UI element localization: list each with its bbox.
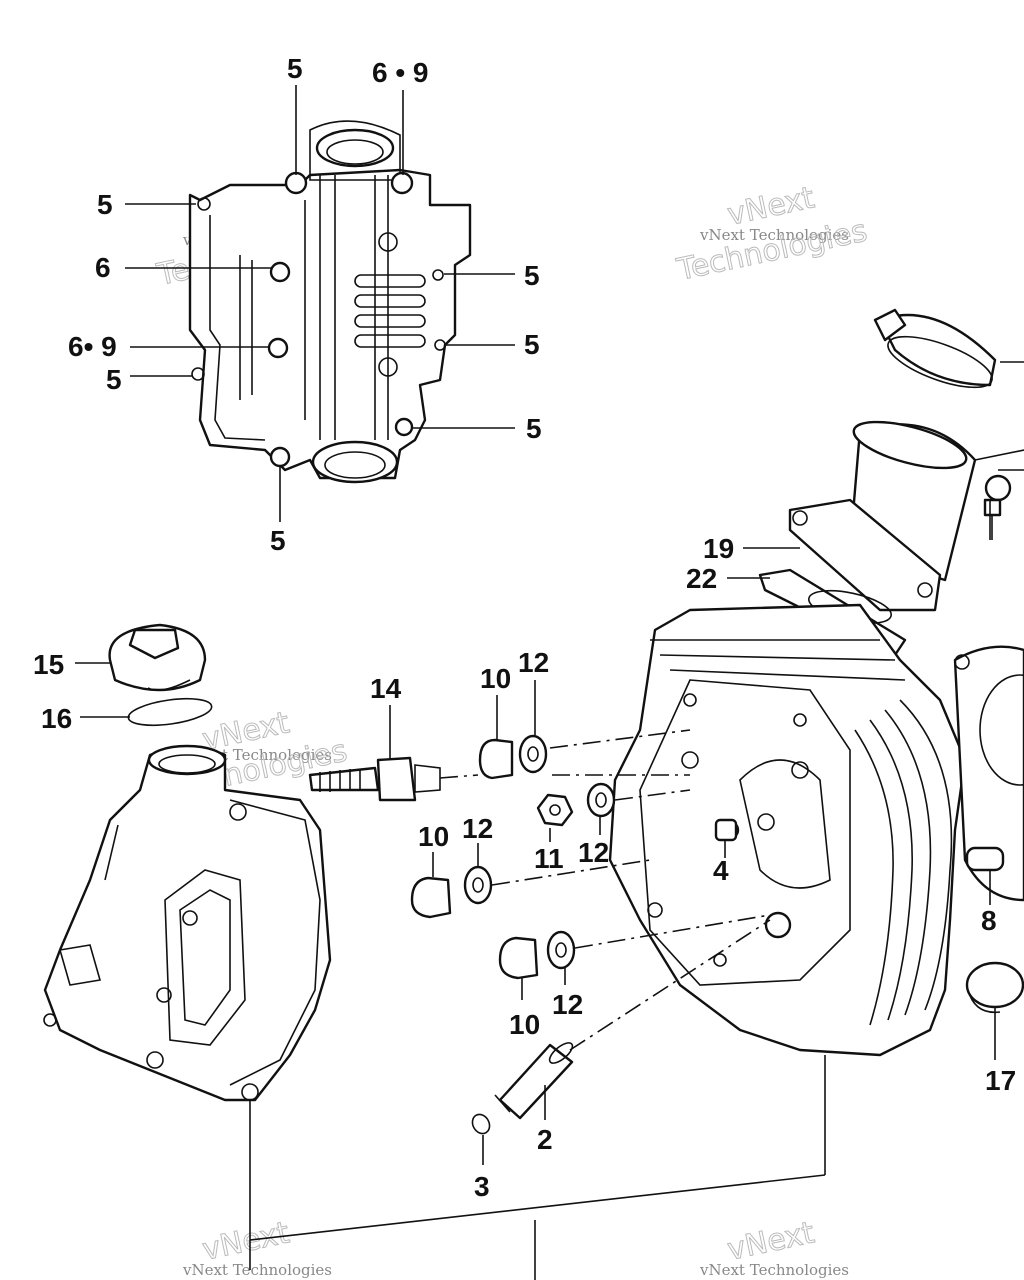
cylinder-gasket-partial [953, 645, 1024, 902]
dowel-pin [965, 846, 1005, 872]
callout-5: 5 [287, 53, 303, 84]
watermark-small-text: vNext Technologies [699, 1261, 849, 1279]
dowel-pin [714, 818, 738, 842]
watermark-brand-1: vNext [724, 180, 817, 233]
callout-8: 8 [981, 905, 997, 936]
washer [586, 782, 616, 818]
valve-guide [494, 1042, 574, 1120]
hex-nut [536, 793, 574, 827]
spark-plug [308, 756, 441, 802]
washer [463, 865, 493, 905]
callout-4: 4 [713, 855, 729, 886]
o-ring [127, 697, 213, 727]
callout-22: 22 [686, 563, 717, 594]
watermark-small-text: vNext Technologies [182, 1261, 332, 1279]
oil-filler-cap [108, 623, 207, 692]
callout-10: 10 [509, 1009, 540, 1040]
cylinder-head-cover [43, 744, 332, 1102]
callout-15: 15 [33, 649, 64, 680]
callout-2: 2 [537, 1124, 553, 1155]
callout-12: 12 [578, 837, 609, 868]
callout-5: 5 [106, 364, 122, 395]
callout-5: 5 [270, 525, 286, 556]
intake-manifold [758, 308, 1012, 657]
callout-12: 12 [518, 647, 549, 678]
callout-17: 17 [985, 1065, 1016, 1096]
assembly-center-lines [439, 729, 771, 1051]
callout-11: 11 [534, 843, 564, 874]
washer [518, 734, 548, 774]
acorn-nut [478, 738, 514, 780]
cylinder-head [608, 603, 967, 1057]
callout-10: 10 [480, 663, 511, 694]
callout-6-9: 6 • 9 [372, 57, 429, 88]
acorn-nut [498, 936, 539, 980]
callout-5: 5 [524, 260, 540, 291]
callout-3: 3 [474, 1171, 490, 1202]
sealing-plug [965, 961, 1024, 1014]
callout-14: 14 [370, 673, 402, 704]
callout-labels: 5 6 • 9 5 6 5 6• 9 5 5 5 5 19 22 15 16 1… [33, 53, 1016, 1202]
callout-6: 6 [95, 252, 111, 283]
watermark-brand-2: Technologies [673, 214, 870, 289]
callout-12: 12 [462, 813, 493, 844]
watermark-brand-1: vNext [199, 1215, 292, 1268]
callout-5: 5 [524, 329, 540, 360]
acorn-nut [410, 876, 452, 919]
callout-16: 16 [41, 703, 72, 734]
callout-5: 5 [526, 413, 542, 444]
leader-lines [75, 85, 1024, 1280]
callout-12: 12 [552, 989, 583, 1020]
callout-5: 5 [97, 189, 113, 220]
callout-19: 19 [703, 533, 734, 564]
callout-10: 10 [418, 821, 449, 852]
washer [546, 930, 576, 970]
watermark-brand-1: vNext [724, 1215, 817, 1268]
clip-ring [471, 1113, 491, 1135]
cylinder-head-top-view [188, 120, 472, 484]
watermark-small-text: vNext Technologies [699, 226, 849, 244]
callout-6-9: 6• 9 [68, 331, 117, 362]
